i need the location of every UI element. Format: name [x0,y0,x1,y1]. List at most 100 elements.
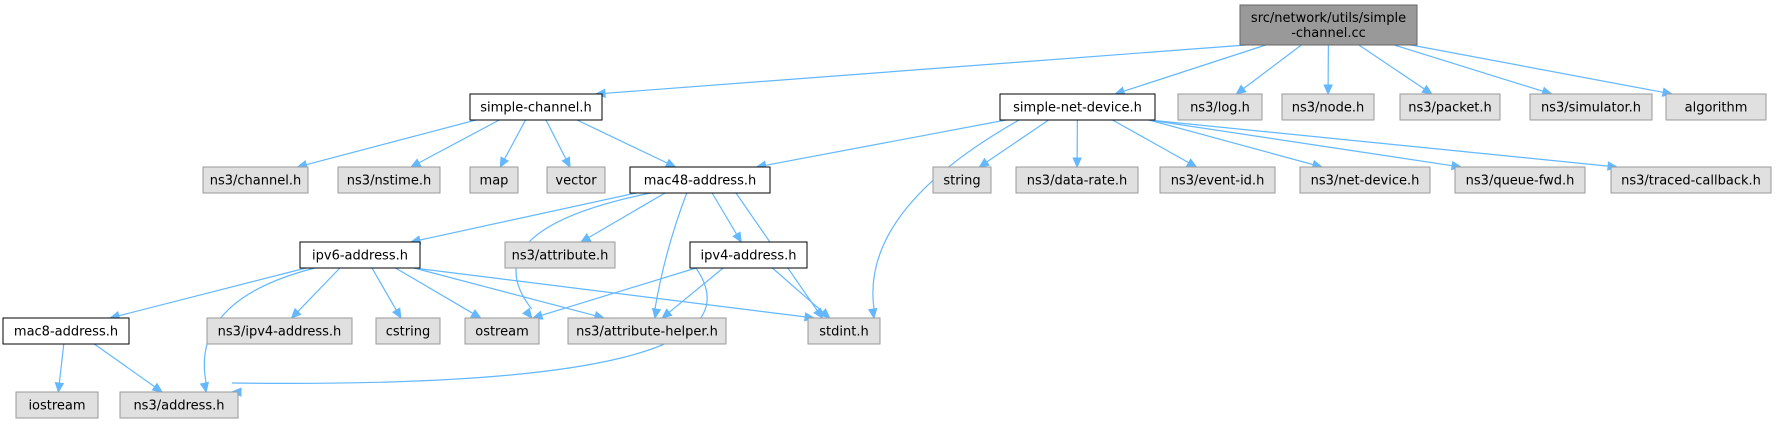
edge-root-to-ns3-simulator-h [1393,44,1553,96]
node-label: ns3/attribute.h [512,249,609,264]
node-ns3-queue-fwd-h: ns3/queue-fwd.h [1454,166,1586,194]
node-label: algorithm [1685,101,1748,116]
edge-ipv6-address-h-to-ns3-address-h [199,267,315,394]
node-label: ns3/net-device.h [1311,174,1420,189]
edges-layer [54,44,1674,397]
node-mac8-address-h[interactable]: mac8-address.h [2,317,130,345]
edge-arrowhead [290,307,302,319]
node-box [1015,166,1139,194]
edge-arrowhead [1185,158,1198,168]
node-label: ns3/event-id.h [1171,174,1265,189]
node-algorithm: algorithm [1665,93,1767,121]
edge-arrowhead [661,308,673,319]
edge-mac48-address-h-to-ipv6-address-h [409,192,637,245]
node-box [299,241,421,269]
node-box [2,317,130,345]
node-simple-channel-h[interactable]: simple-channel.h [469,93,603,121]
node-map: map [469,166,519,194]
edge-arrowhead [579,233,592,243]
node-label: ns3/channel.h [210,174,301,189]
edge-line [1410,44,1664,93]
edge-line [1148,119,1453,167]
edge-line [604,44,1247,94]
node-label: src/network/utils/simple [1251,11,1406,26]
edge-line [654,192,688,310]
node-box [1299,166,1431,194]
edge-root-to-ns3-node-h [1323,44,1333,96]
node-label: ns3/nstime.h [347,174,431,189]
node-label: ns3/packet.h [1408,101,1492,116]
edge-mac48-address-h-to-ns3-attribute-helper-h [651,192,688,320]
edge-line [231,267,708,384]
node-root[interactable]: src/network/utils/simple-channel.cc [1239,4,1418,46]
node-box [1529,93,1653,121]
node-box [629,166,771,194]
node-simple-net-device-h[interactable]: simple-net-device.h [999,93,1156,121]
node-box [464,317,540,345]
edge-ipv4-address-h-to-ns3-attribute-helper-h [661,267,724,319]
node-box [119,391,239,419]
node-label: ns3/address.h [133,399,224,414]
node-ipv6-address-h[interactable]: ipv6-address.h [299,241,421,269]
edge-arrowhead [522,307,533,319]
edge-line [413,267,596,317]
node-label: ostream [475,325,529,340]
node-box [1159,166,1276,194]
edge-simple-net-device-h-to-mac48-address-h [755,119,1007,170]
edge-mac48-address-h-to-ns3-attribute-h [579,192,666,243]
node-label: ns3/ipv4-address.h [218,325,342,340]
edge-ipv4-address-h-to-stdint-h [771,267,831,319]
node-ns3-address-h: ns3/address.h [119,391,239,419]
edge-line [306,119,477,166]
edge-arrowhead [664,158,677,168]
node-box [1177,93,1263,121]
edge-simple-net-device-h-to-string [978,119,1049,168]
node-label: ns3/queue-fwd.h [1466,174,1575,189]
edge-arrowhead [409,158,422,168]
node-ns3-ipv4-address-h: ns3/ipv4-address.h [206,317,353,345]
node-mac48-address-h[interactable]: mac48-address.h [629,166,771,194]
node-box [1454,166,1586,194]
edge-line [203,267,315,384]
node-label: ns3/traced-callback.h [1621,174,1761,189]
node-label: mac48-address.h [644,174,756,189]
node-label: ns3/simulator.h [1541,101,1641,116]
edge-ipv6-address-h-to-mac8-address-h [108,267,307,321]
edge-ipv6-address-h-to-ns3-ipv4-address-h [290,267,341,319]
node-label: ns3/data-rate.h [1027,174,1127,189]
edge-arrowhead [1421,84,1433,95]
edge-root-to-algorithm [1410,44,1674,97]
edge-line [668,267,724,313]
edge-line [297,267,341,312]
node-label: simple-channel.h [480,101,591,116]
node-ns3-data-rate-h: ns3/data-rate.h [1015,166,1139,194]
edge-arrowhead [54,382,65,394]
edge-simple-channel-h-to-mac48-address-h [576,119,677,168]
edge-line [118,267,307,317]
edge-line [418,119,500,164]
edge-line [1112,119,1189,164]
node-box [1281,93,1375,121]
node-box [469,166,519,194]
node-box [932,166,992,194]
node-ns3-attribute-h: ns3/attribute.h [504,241,616,269]
node-box [1610,166,1772,194]
node-ipv4-address-h[interactable]: ipv4-address.h [689,241,808,269]
node-box [469,93,603,121]
nodes-layer: src/network/utils/simple-channel.cc simpl… [2,4,1772,419]
node-label: ipv4-address.h [701,249,797,264]
node-ns3-traced-callback-h: ns3/traced-callback.h [1610,166,1772,194]
node-box [337,166,441,194]
edge-simple-net-device-h-to-ns3-net-device-h [1148,119,1324,170]
edge-ipv6-address-h-to-cstring [371,267,402,320]
edge-arrowhead [867,307,878,320]
edge-root-to-ns3-packet-h [1358,44,1433,95]
edge-arrowhead [978,157,990,168]
edge-arrowhead [561,156,571,169]
node-label: iostream [28,399,85,414]
edge-mac8-address-h-to-iostream [54,343,65,394]
node-label: cstring [386,325,430,340]
node-box [504,241,616,269]
edge-line [1393,44,1544,92]
